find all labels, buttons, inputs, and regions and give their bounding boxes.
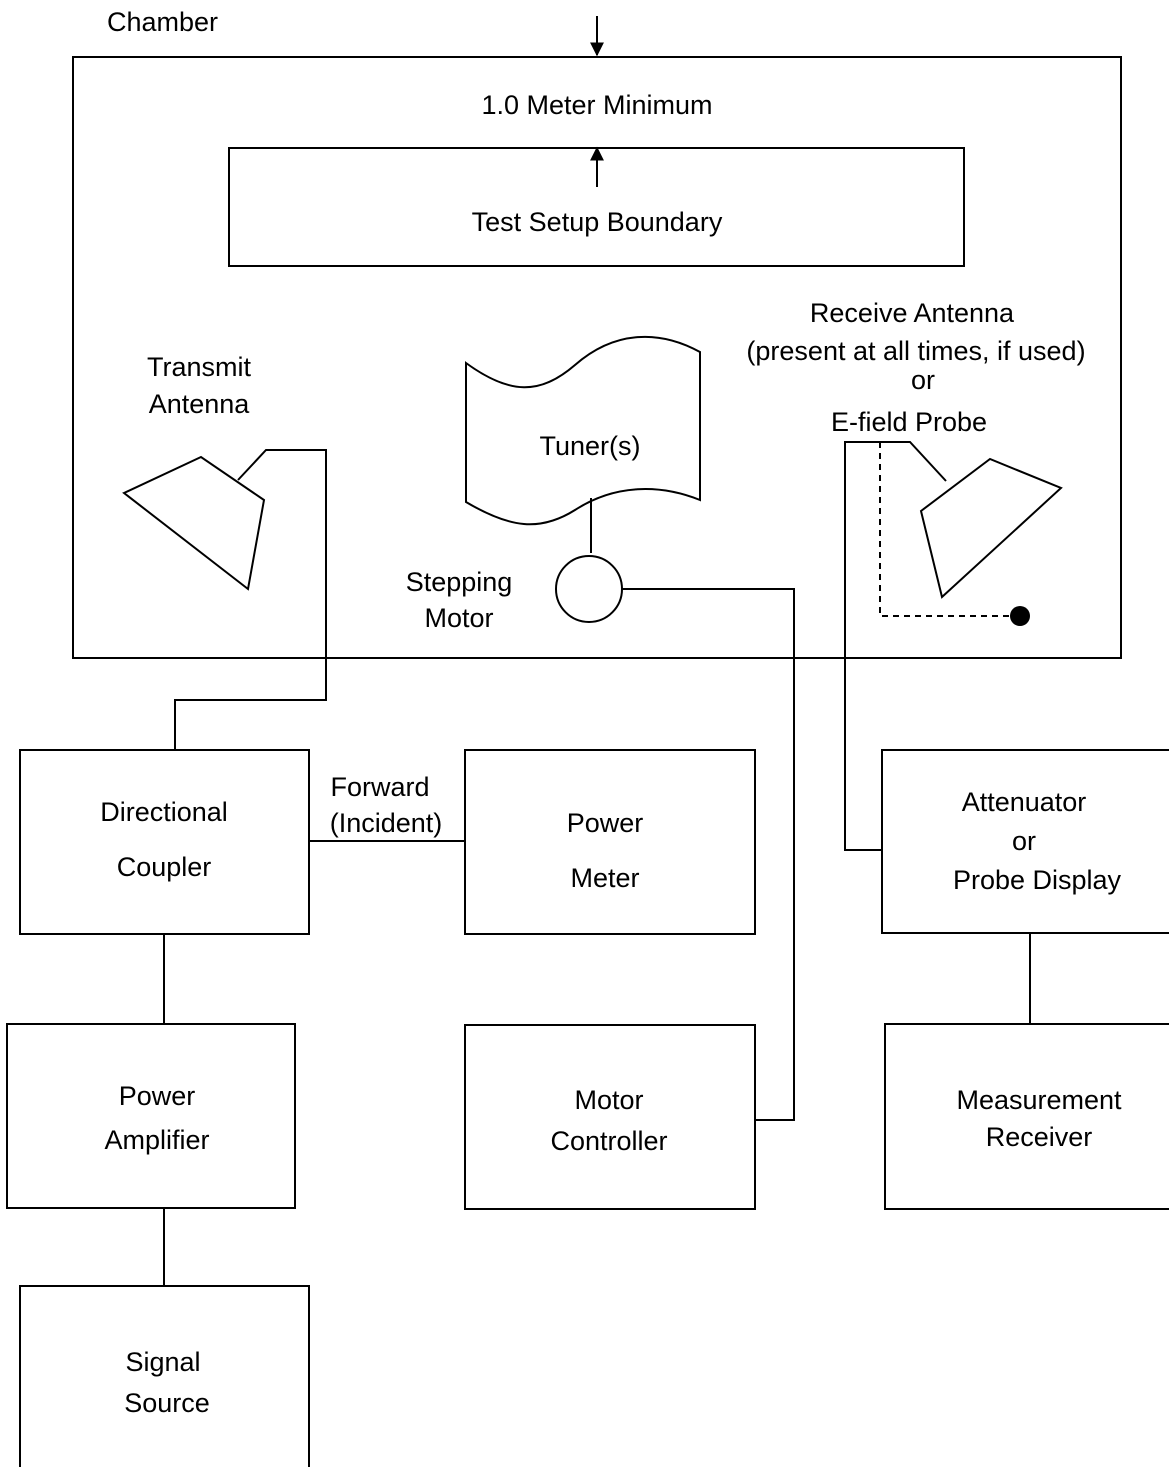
power-meter-box <box>464 749 756 935</box>
power-meter-label-line1: Power <box>567 808 644 838</box>
power-amplifier-label-line2: Amplifier <box>104 1125 209 1155</box>
signal-source-label-line2: Source <box>124 1388 210 1418</box>
receive-antenna-label-line3: or <box>911 365 935 395</box>
stepping-motor-label-line1: Stepping <box>406 567 513 597</box>
power-meter-label-line2: Meter <box>570 863 639 893</box>
signal-source-box <box>19 1285 310 1467</box>
receive-antenna-label-line4: E-field Probe <box>831 407 987 437</box>
motor-controller-label-line1: Motor <box>574 1085 643 1115</box>
tuner-label: Tuner(s) <box>539 431 640 461</box>
stepping-motor-icon <box>555 555 623 623</box>
motor-controller-box <box>464 1024 756 1210</box>
transmit-antenna-label-line2: Antenna <box>149 389 251 419</box>
e-field-probe-icon <box>1010 606 1030 626</box>
receive-antenna-label-line2: (present at all times, if used) <box>746 336 1085 366</box>
signal-source-label-line1: Signal <box>125 1347 200 1377</box>
min-distance-label: 1.0 Meter Minimum <box>481 90 712 120</box>
stepping-motor-label-line2: Motor <box>424 603 493 633</box>
forward-label-line1: Forward <box>330 772 429 802</box>
attenuator-label-line2: or <box>1012 826 1036 856</box>
motor-controller-label-line2: Controller <box>550 1126 667 1156</box>
forward-label-line2: (Incident) <box>330 808 443 838</box>
directional-coupler-label-line2: Coupler <box>117 852 212 882</box>
chamber-outline <box>72 56 1122 659</box>
test-setup-boundary <box>228 147 965 267</box>
power-amplifier-box <box>6 1023 296 1209</box>
receive-antenna-horn-icon <box>919 457 1063 599</box>
attenuator-box <box>881 749 1169 934</box>
e-field-probe-cable <box>879 442 1010 617</box>
receive-antenna-cable <box>844 441 947 851</box>
measurement-receiver-box <box>884 1023 1169 1210</box>
measurement-receiver-label-line1: Measurement <box>956 1085 1122 1115</box>
power-amplifier-label-line1: Power <box>119 1081 196 1111</box>
directional-coupler-label-line1: Directional <box>100 797 228 827</box>
attenuator-label-line1: Attenuator <box>962 787 1087 817</box>
motor-cable <box>622 588 795 1121</box>
tuner-icon <box>465 335 701 526</box>
transmit-antenna-cable <box>174 449 327 750</box>
measurement-receiver-label-line2: Receiver <box>986 1122 1093 1152</box>
transmit-antenna-horn-icon <box>122 455 266 591</box>
chamber-label: Chamber <box>107 7 218 37</box>
attenuator-label-line3: Probe Display <box>953 865 1122 895</box>
transmit-antenna-label-line1: Transmit <box>147 352 252 382</box>
test-setup-boundary-label: Test Setup Boundary <box>472 207 723 237</box>
receive-antenna-label-line1: Receive Antenna <box>810 298 1015 328</box>
directional-coupler-box <box>19 749 310 935</box>
